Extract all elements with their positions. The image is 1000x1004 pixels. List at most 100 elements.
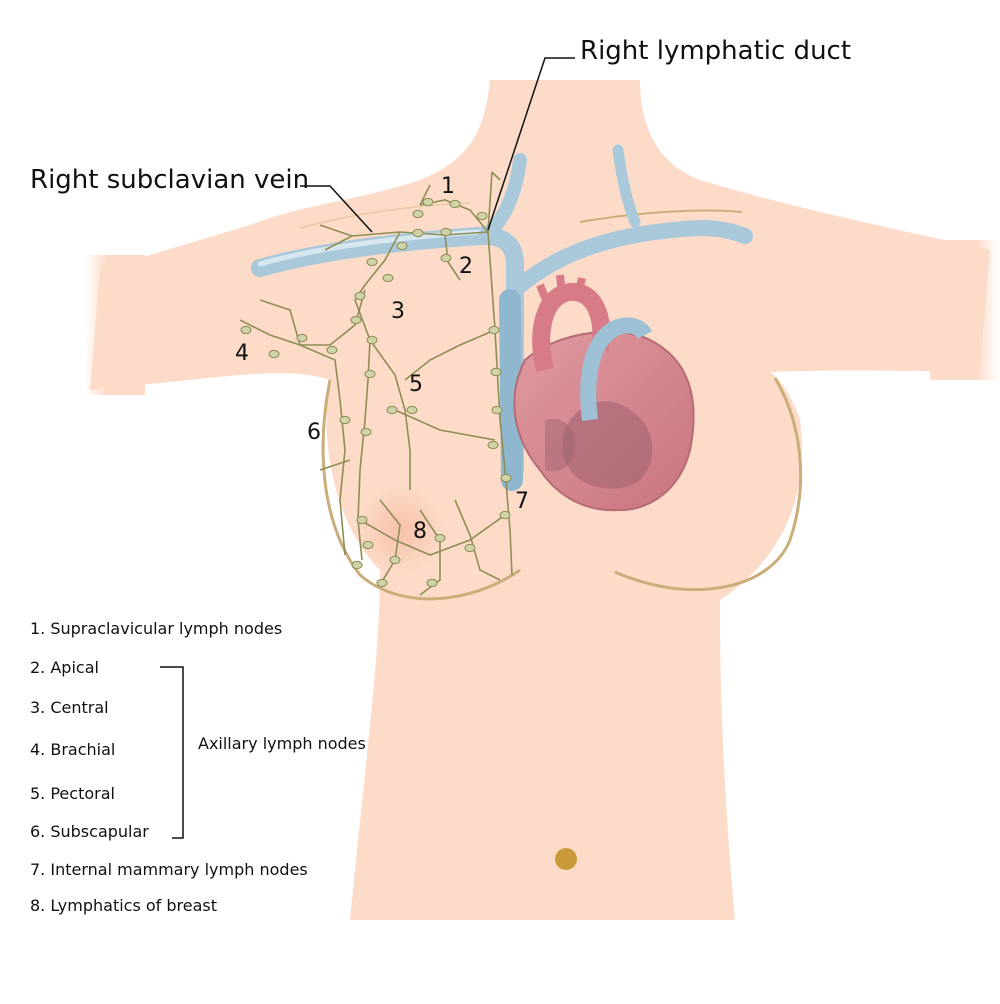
lymph-vessel-21 — [491, 171, 501, 181]
aortic-branch-2 — [556, 274, 566, 296]
lymph-node-33 — [464, 543, 476, 553]
legend-item-8: 8. Lymphatics of breast — [30, 896, 218, 915]
lymph-vessel-22 — [259, 299, 301, 346]
superior-vena-cava — [499, 289, 523, 491]
lymph-vessel-16 — [419, 509, 441, 596]
legend-item-4: 4. Brachial — [30, 740, 116, 759]
lymph-node-2 — [449, 199, 461, 209]
lymph-vessel-15 — [379, 499, 401, 586]
lymph-vessel-20 — [419, 184, 431, 206]
marker-6: 6 — [307, 420, 321, 445]
lymph-node-29 — [356, 515, 368, 525]
left-brachiocephalic-vein — [507, 219, 753, 298]
leader-lines — [300, 57, 575, 233]
lymph-node-21 — [360, 427, 372, 437]
lymph-node-20 — [406, 405, 418, 415]
legend-item-3: 3. Central — [30, 698, 109, 717]
lymph-node-7 — [396, 241, 408, 251]
torso — [85, 80, 1000, 920]
lymph-vessel-17 — [454, 499, 501, 581]
lymph-node-23 — [488, 325, 500, 335]
lymphatic-network — [239, 171, 513, 596]
lymph-vessel-19 — [319, 224, 353, 237]
lymph-vessel-6 — [300, 289, 366, 346]
lymph-node-12 — [350, 315, 362, 325]
lymph-vessel-10 — [339, 399, 346, 556]
marker-3: 3 — [391, 299, 405, 324]
lymph-node-15 — [296, 333, 308, 343]
lymph-node-16 — [268, 349, 280, 359]
lymphatic-duct-leader — [487, 57, 575, 231]
lymph-node-19 — [386, 405, 398, 415]
lymph-vessel-7 — [239, 319, 301, 346]
right-lymphatic-duct-label: Right lymphatic duct — [580, 36, 852, 66]
lymph-node-22 — [339, 415, 351, 425]
lymph-vessel-9 — [369, 339, 411, 490]
subclavian-vein-leader — [300, 185, 373, 233]
lymph-vessel-18 — [324, 235, 353, 251]
left-breast-outline — [614, 377, 803, 591]
marker-7: 7 — [515, 489, 529, 514]
lymph-node-35 — [434, 533, 446, 543]
lymph-node-28 — [499, 510, 511, 520]
lymph-node-25 — [491, 405, 503, 415]
axillary-group-label: Axillary lymph nodes — [198, 734, 366, 753]
heart — [513, 274, 695, 512]
lymph-node-31 — [389, 555, 401, 565]
heart-septum — [545, 418, 575, 472]
right-collarbone — [579, 209, 743, 223]
pulmonary-trunk — [580, 317, 653, 421]
subclavian-vein — [251, 226, 524, 479]
right-subclavian-vein-label: Right subclavian vein — [30, 165, 310, 195]
lymph-node-17 — [240, 325, 252, 335]
lymph-vessel-13 — [394, 409, 496, 441]
legend-item-6: 6. Subscapular — [30, 822, 149, 841]
marker-5: 5 — [409, 372, 423, 397]
navel — [555, 848, 577, 870]
marker-4: 4 — [235, 341, 249, 366]
lymph-node-18 — [364, 369, 376, 379]
lymph-node-5 — [440, 227, 452, 237]
lymph-node-14 — [326, 345, 338, 355]
lymph-vessel-14 — [404, 329, 496, 381]
lymph-node-30 — [362, 540, 374, 550]
veins — [251, 144, 753, 491]
lymph-node-11 — [354, 291, 366, 301]
right-breast-outline — [321, 379, 521, 601]
lymph-vessel-11 — [299, 344, 341, 401]
lymph-node-9 — [440, 253, 452, 263]
marker-2: 2 — [459, 254, 473, 279]
lymph-node-1 — [422, 197, 434, 207]
lymph-vessel-4 — [444, 234, 461, 281]
lymph-node-24 — [490, 367, 502, 377]
legend-item-5: 5. Pectoral — [30, 784, 115, 803]
marker-1: 1 — [441, 174, 455, 199]
aortic-arch — [532, 283, 611, 373]
right-arm-fade — [930, 240, 1000, 380]
aortic-branch-3 — [574, 277, 586, 297]
legend-item-2: 2. Apical — [30, 658, 99, 677]
lymph-node-13 — [366, 335, 378, 345]
lymph-node-6 — [412, 228, 424, 238]
jugular-vein — [478, 153, 527, 243]
lymph-node-34 — [376, 578, 388, 588]
heart-chamber — [562, 401, 653, 489]
left-arm-fade — [85, 255, 145, 395]
axillary-bracket — [160, 666, 184, 839]
lymph-node-3 — [412, 209, 424, 219]
lymph-node-26 — [487, 440, 499, 450]
aortic-branch-1 — [536, 283, 552, 307]
legend-item-1: 1. Supraclavicular lymph nodes — [30, 619, 283, 638]
lymph-vessel-23 — [319, 459, 351, 471]
lymph-node-10 — [382, 273, 394, 283]
lymph-node-32 — [426, 578, 438, 588]
legend-item-7: 7. Internal mammary lymph nodes — [30, 860, 308, 879]
lymph-node-8 — [366, 257, 378, 267]
torso-shape — [90, 80, 990, 920]
lymph-node-36 — [351, 560, 363, 570]
lymph-vessel-12 — [359, 514, 506, 556]
lymph-node-27 — [500, 473, 512, 483]
marker-8: 8 — [413, 519, 427, 544]
